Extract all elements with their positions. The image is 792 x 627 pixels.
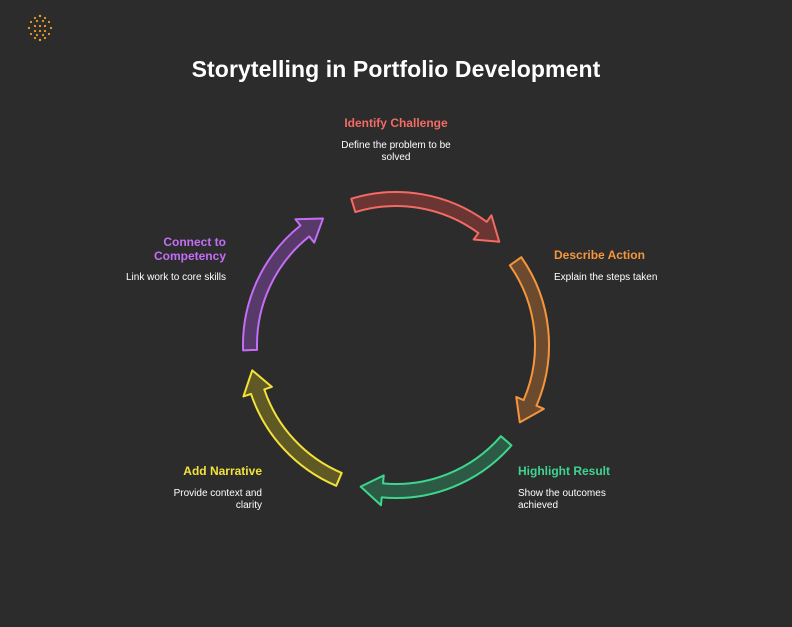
cycle-arrow-identify-challenge bbox=[350, 191, 501, 243]
step-title-highlight-result: Highlight Result bbox=[518, 464, 610, 478]
step-desc-connect-to-competency: Link work to core skills bbox=[125, 272, 226, 283]
cycle-arrow-connect-to-competency bbox=[242, 217, 324, 352]
cycle-arrow-add-narrative bbox=[242, 369, 343, 487]
cycle-arrow-describe-action bbox=[508, 256, 550, 424]
step-title-connect-to-competency: Connect to Competency bbox=[153, 235, 226, 263]
step-title-describe-action: Describe Action bbox=[554, 248, 645, 262]
step-desc-add-narrative: Provide context and clarity bbox=[173, 488, 262, 511]
page-title: Storytelling in Portfolio Development bbox=[191, 56, 601, 82]
cycle-arrow-highlight-result bbox=[359, 435, 513, 507]
step-title-add-narrative: Add Narrative bbox=[183, 464, 262, 478]
step-title-identify-challenge: Identify Challenge bbox=[344, 116, 448, 130]
step-desc-describe-action: Explain the steps taken bbox=[554, 272, 658, 283]
logo-icon bbox=[27, 14, 53, 42]
step-desc-identify-challenge: Define the problem to be solved bbox=[341, 140, 451, 163]
step-desc-highlight-result: Show the outcomes achieved bbox=[518, 488, 606, 511]
